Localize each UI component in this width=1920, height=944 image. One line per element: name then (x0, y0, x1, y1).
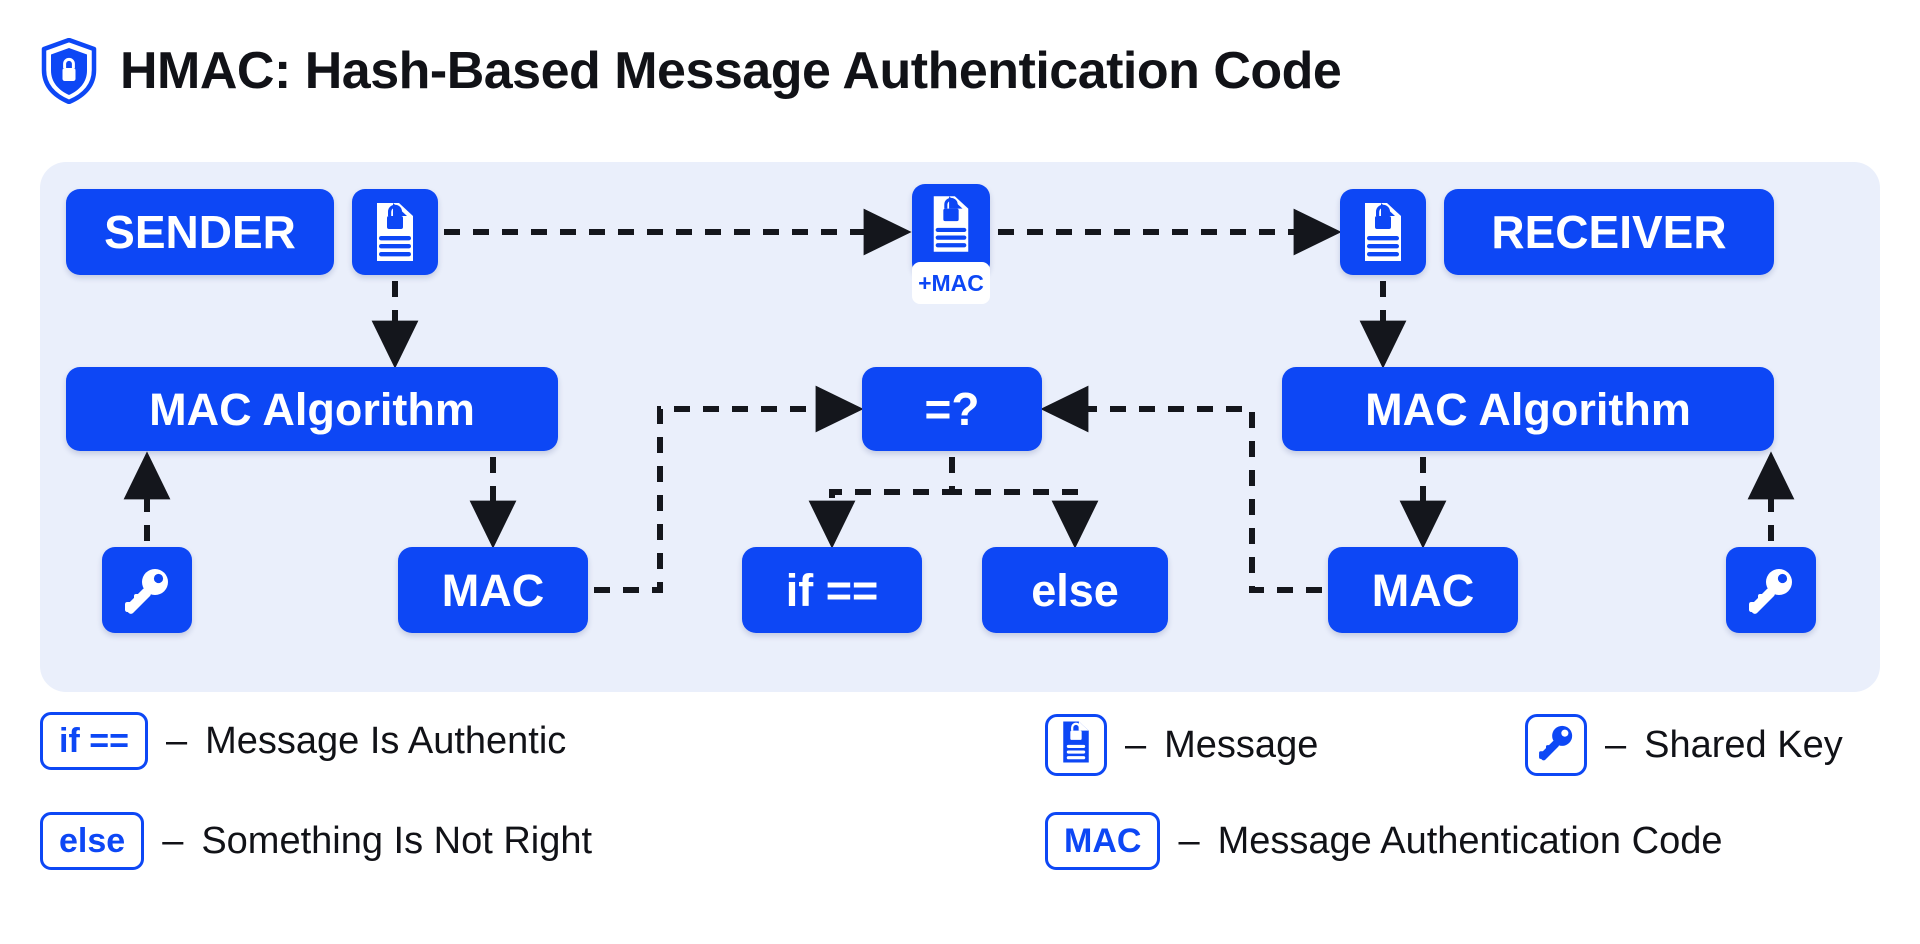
node-message-transit[interactable] (912, 184, 990, 276)
legend-item-message: – Message (1045, 714, 1318, 776)
legend-item-if-equal: if == – Message Is Authentic (40, 712, 566, 770)
node-mac-algorithm-right-label: MAC Algorithm (1365, 383, 1691, 435)
legend-chip-shared-key (1525, 714, 1587, 776)
legend-item-mac: MAC – Message Authentication Code (1045, 812, 1722, 870)
legend-chip-message (1045, 714, 1107, 776)
legend-item-else: else – Something Is Not Right (40, 812, 592, 870)
shield-lock-icon (40, 38, 98, 104)
node-branch-true-label: if == (785, 564, 879, 616)
message-document-icon (928, 196, 974, 258)
legend-dash: – (1178, 820, 1200, 862)
page-header: HMAC: Hash-Based Message Authentication … (40, 38, 1342, 104)
legend: if == – Message Is Authentic else – Some… (40, 712, 1888, 912)
message-document-icon (1359, 203, 1407, 261)
legend-dash: – (165, 720, 188, 762)
legend-description-if-equal: Message Is Authentic (205, 720, 567, 762)
legend-item-shared-key: – Shared Key (1525, 714, 1843, 776)
node-mac-right-label: MAC (1371, 564, 1475, 616)
legend-dash: – (162, 820, 184, 862)
legend-chip-else: else (40, 812, 145, 870)
legend-description-shared-key: Shared Key (1644, 724, 1843, 766)
shared-key-icon (1745, 564, 1797, 616)
legend-dash: – (1605, 724, 1627, 766)
legend-chip-mac: MAC (1045, 812, 1161, 870)
node-receiver-label: RECEIVER (1491, 206, 1727, 258)
connector-layer (123, 208, 1795, 593)
node-message-sender[interactable] (352, 189, 438, 275)
legend-description-mac: Message Authentication Code (1217, 820, 1723, 862)
node-sender[interactable]: SENDER (66, 189, 334, 275)
page-title: HMAC: Hash-Based Message Authentication … (120, 42, 1342, 100)
node-mac-algorithm-right[interactable]: MAC Algorithm (1282, 367, 1774, 451)
node-branch-true[interactable]: if == (742, 547, 922, 633)
node-compare[interactable]: =? (862, 367, 1042, 451)
message-document-icon (1059, 721, 1093, 769)
message-document-icon (371, 203, 419, 261)
node-mac-right[interactable]: MAC (1328, 547, 1518, 633)
node-mac-algorithm-left-label: MAC Algorithm (149, 383, 475, 435)
legend-description-message: Message (1164, 724, 1319, 766)
legend-chip-if-equal: if == (40, 712, 148, 770)
node-shared-key-right[interactable] (1726, 547, 1816, 633)
node-compare-label: =? (924, 383, 980, 435)
node-branch-false-label: else (1031, 564, 1119, 616)
node-branch-false[interactable]: else (982, 547, 1168, 633)
shared-key-icon (121, 564, 173, 616)
node-message-receiver[interactable] (1340, 189, 1426, 275)
diagram-panel: SENDER (40, 162, 1880, 692)
legend-dash: – (1125, 724, 1147, 766)
mac-badge: +MAC (912, 262, 990, 304)
node-receiver[interactable]: RECEIVER (1444, 189, 1774, 275)
node-mac-left-label: MAC (441, 564, 545, 616)
node-mac-left[interactable]: MAC (398, 547, 588, 633)
node-mac-algorithm-left[interactable]: MAC Algorithm (66, 367, 558, 451)
node-sender-label: SENDER (104, 206, 296, 258)
node-shared-key-left[interactable] (102, 547, 192, 633)
shared-key-icon (1536, 722, 1576, 768)
legend-description-else: Something Is Not Right (201, 820, 593, 862)
